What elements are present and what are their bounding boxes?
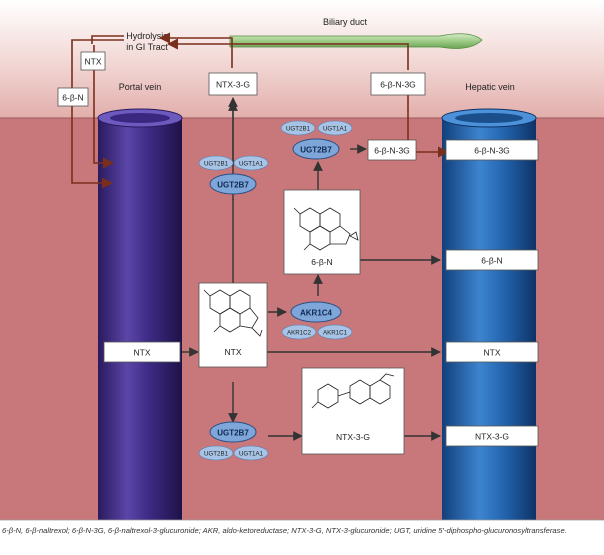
- svg-text:UGT2B1: UGT2B1: [204, 451, 229, 458]
- portal-vein: [97, 108, 183, 520]
- svg-text:NTX-3-G: NTX-3-G: [336, 432, 370, 442]
- svg-text:6-β-N: 6-β-N: [62, 93, 83, 103]
- hepatic-vein-label: Hepatic vein: [465, 82, 515, 92]
- svg-text:NTX: NTX: [225, 347, 242, 357]
- enterohepatic-arrows: [71, 32, 450, 189]
- box-ntx-top-left: NTX: [80, 51, 106, 71]
- svg-text:6-β-N: 6-β-N: [311, 257, 332, 267]
- structure-6bn: 6-β-N: [283, 189, 361, 275]
- hydrolysis-label-line2: in GI Tract: [126, 42, 168, 52]
- svg-text:6-β-N-3G: 6-β-N-3G: [380, 80, 416, 90]
- box-6bn3g-top: 6-β-N-3G: [370, 72, 426, 96]
- hepatic-vein: [441, 108, 537, 520]
- svg-text:UGT2B1: UGT2B1: [204, 161, 229, 168]
- svg-text:NTX: NTX: [85, 57, 102, 67]
- box-ntx3g-top: NTX-3-G: [208, 72, 258, 96]
- svg-text:UGT2B1: UGT2B1: [286, 126, 311, 133]
- svg-text:6-β-N-3G: 6-β-N-3G: [474, 146, 510, 156]
- box-ntx-portal: NTX: [103, 341, 181, 363]
- structure-ntx: NTX: [198, 282, 268, 368]
- svg-text:UGT1A1: UGT1A1: [239, 451, 264, 458]
- box-6bn3g-hepatic: 6-β-N-3G: [445, 139, 539, 161]
- svg-text:NTX-3-G: NTX-3-G: [216, 80, 250, 90]
- svg-text:AKR1C1: AKR1C1: [323, 330, 348, 337]
- svg-text:NTX-3-G: NTX-3-G: [475, 432, 509, 442]
- structure-ntx3g: NTX-3-G: [301, 367, 405, 455]
- svg-text:NTX: NTX: [484, 348, 501, 358]
- box-6bn3g-mid: 6-β-N-3G: [367, 139, 417, 161]
- box-ntx-hepatic: NTX: [445, 341, 539, 363]
- svg-text:UGT1A1: UGT1A1: [323, 126, 348, 133]
- svg-text:NTX: NTX: [134, 348, 151, 358]
- svg-text:UGT1A1: UGT1A1: [239, 161, 264, 168]
- enzyme-cluster-ugt-top-right: UGT2B1 UGT1A1 UGT2B7: [280, 120, 353, 160]
- box-6bn-left: 6-β-N: [57, 87, 89, 107]
- svg-text:6-β-N-3G: 6-β-N-3G: [374, 146, 410, 156]
- svg-text:UGT2B7: UGT2B7: [300, 146, 332, 155]
- enzyme-cluster-ugt-bottom: UGT2B7 UGT2B1 UGT1A1: [198, 421, 269, 461]
- svg-text:AKR1C4: AKR1C4: [300, 309, 333, 318]
- box-ntx3g-hepatic: NTX-3-G: [445, 425, 539, 447]
- enzyme-cluster-ugt-top-left: UGT2B1 UGT1A1 UGT2B7: [198, 155, 269, 195]
- svg-text:UGT2B7: UGT2B7: [217, 429, 249, 438]
- portal-vein-label: Portal vein: [119, 82, 162, 92]
- svg-text:AKR1C2: AKR1C2: [287, 330, 312, 337]
- svg-text:6-β-N: 6-β-N: [481, 256, 502, 266]
- biliary-duct: [229, 33, 483, 49]
- figure-caption: 6-β-N, 6-β-naltrexol; 6-β-N-3G, 6-β-nalt…: [2, 526, 567, 535]
- svg-text:UGT2B7: UGT2B7: [217, 181, 249, 190]
- enzyme-cluster-akr: AKR1C4 AKR1C2 AKR1C1: [281, 301, 353, 340]
- box-6bn-hepatic: 6-β-N: [445, 249, 539, 271]
- biliary-duct-label: Biliary duct: [323, 17, 368, 27]
- hydrolysis-label-line1: Hydrolysis: [126, 31, 168, 41]
